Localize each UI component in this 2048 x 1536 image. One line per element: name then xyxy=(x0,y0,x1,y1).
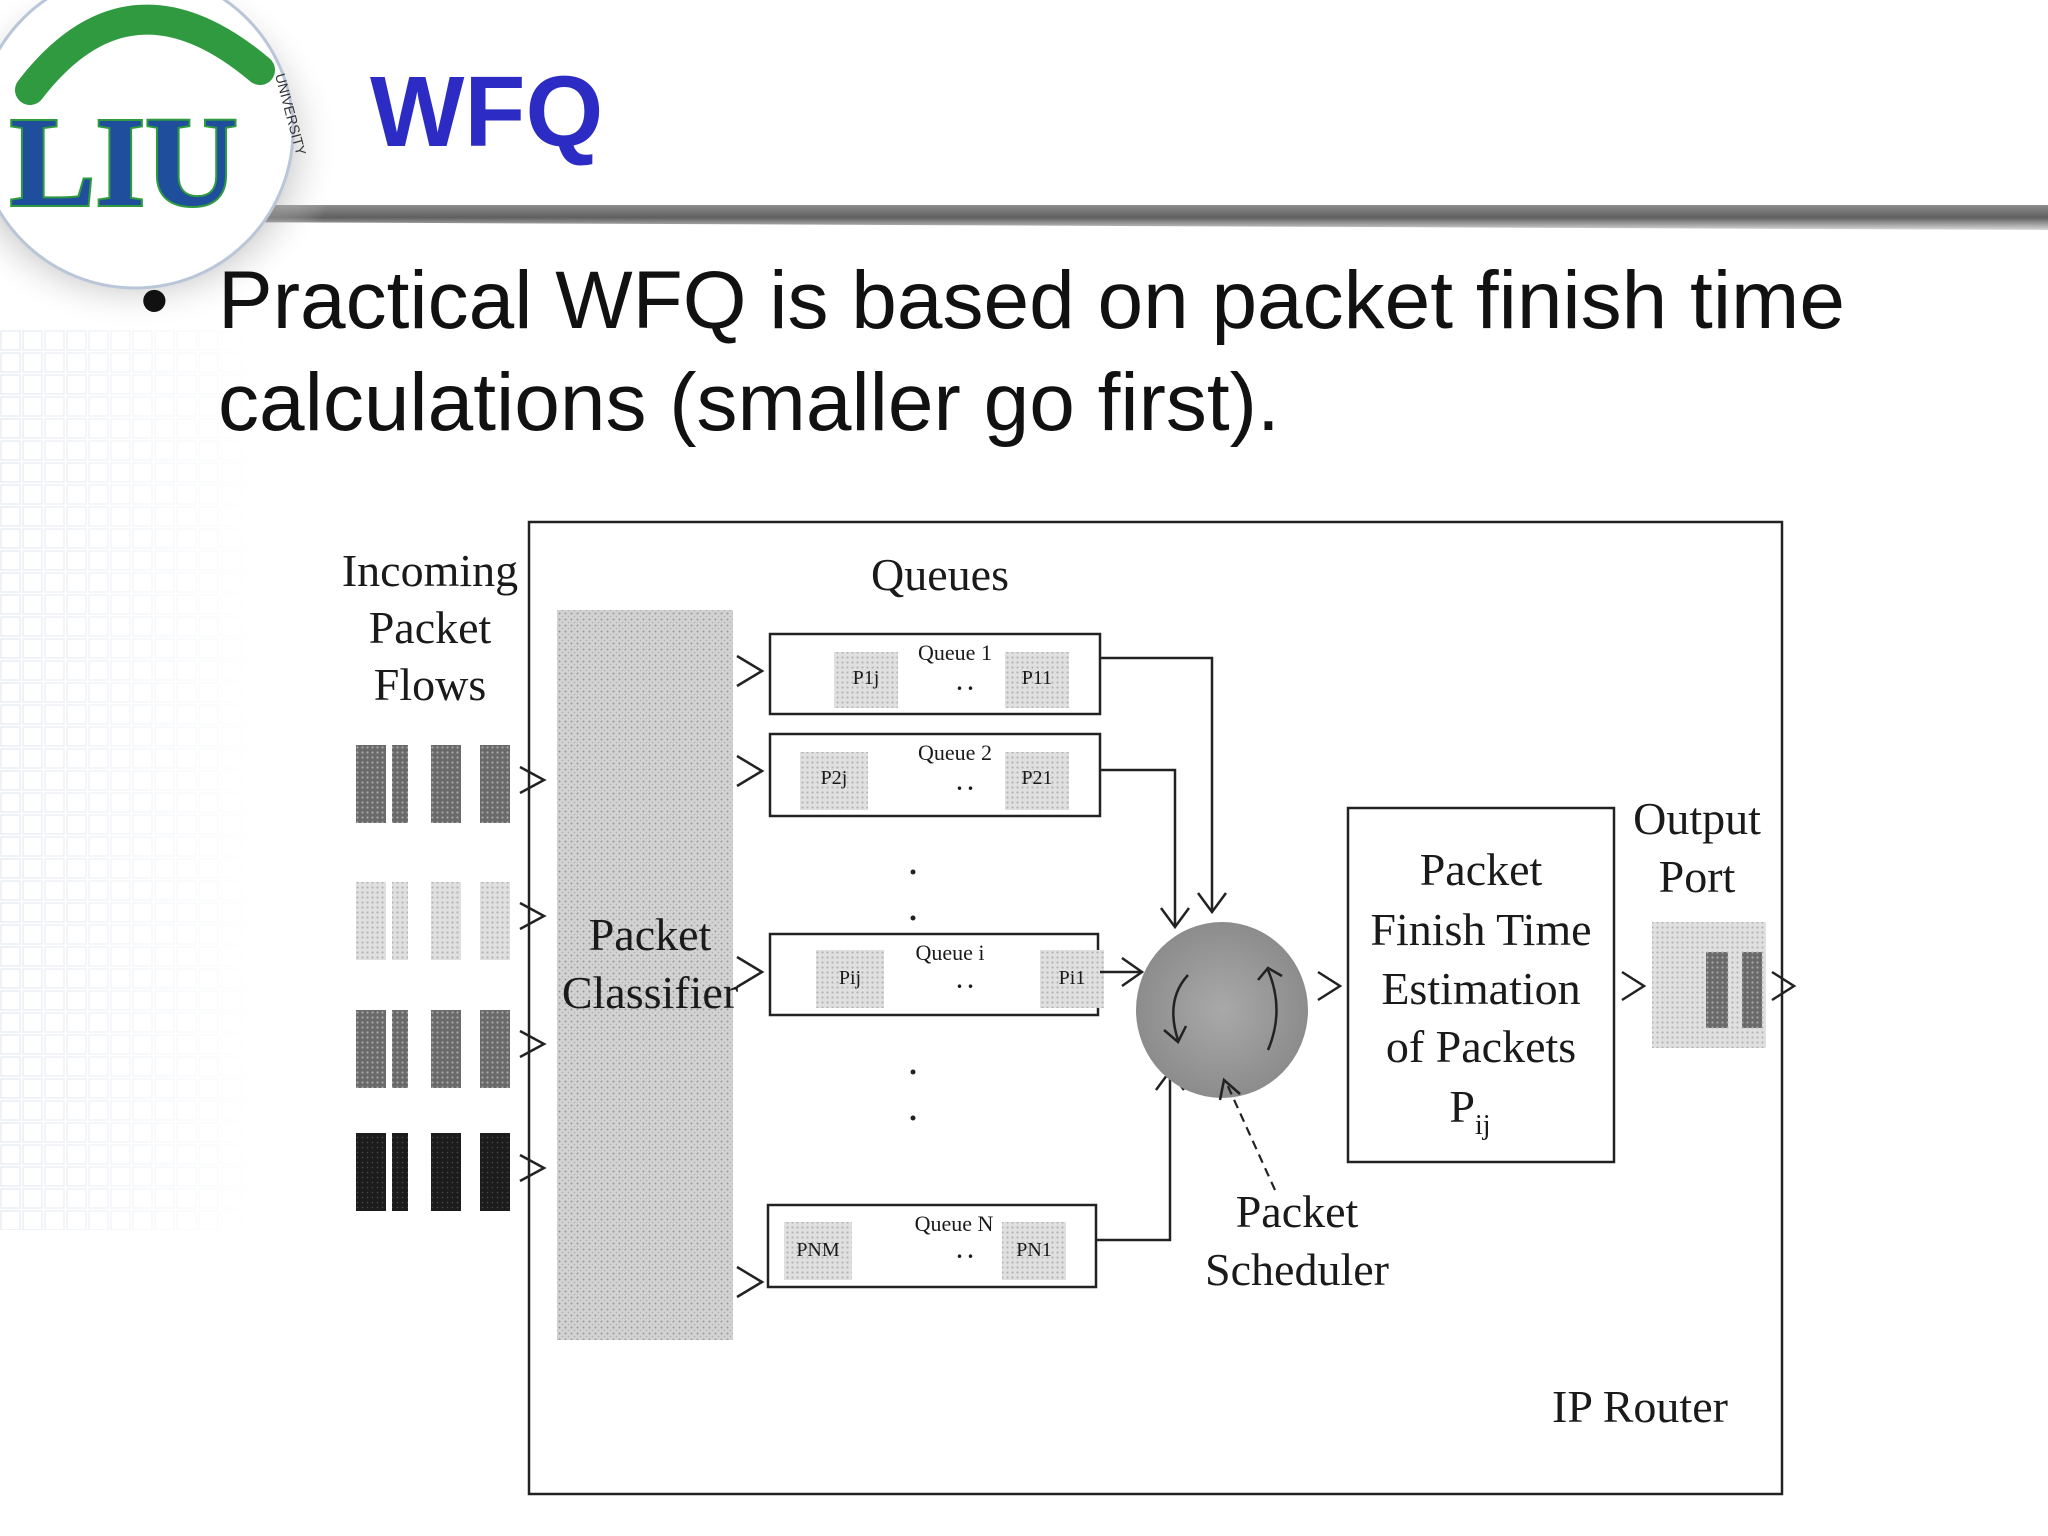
queue-1-last-label: P11 xyxy=(1022,667,1052,689)
incoming-label-line-2: Packet xyxy=(369,602,492,653)
classifier-label-line-1: Packet xyxy=(589,909,712,960)
output-label-line-2: Port xyxy=(1659,851,1736,902)
logo-green-arc xyxy=(15,4,275,105)
packet-scheduler xyxy=(1136,922,1308,1098)
output-label-line-1: Output xyxy=(1633,793,1761,844)
queue-1: Queue 1 . . P1j P11 xyxy=(768,632,1102,716)
logo-text: LIU xyxy=(10,91,238,233)
queue-n: Queue N . . PNM PN1 xyxy=(766,1203,1098,1289)
queue-2-first-label: P2j xyxy=(821,767,848,789)
bullet-text: Practical WFQ is based on packet finish … xyxy=(218,255,1845,448)
header-rule xyxy=(200,205,2048,230)
incoming-flow-1 xyxy=(356,745,510,823)
output-port-packets xyxy=(1652,922,1766,1048)
incoming-label-line-1: Incoming xyxy=(342,545,518,596)
queue-n-packet-first xyxy=(784,1222,852,1280)
queue-2-packet-last xyxy=(1005,752,1069,810)
classifier-queue-arrows xyxy=(736,654,765,1299)
queue-i: Queue i . . Pij Pi1 xyxy=(768,932,1104,1017)
grid-fade xyxy=(0,330,260,1230)
queues-title: Queues xyxy=(871,549,1009,600)
queue-2-label: Queue 2 xyxy=(918,740,992,765)
queue-1-label: Queue 1 xyxy=(918,640,992,665)
estimation-subscript: ij xyxy=(1475,1110,1491,1141)
classifier-label-line-2: Classifier xyxy=(562,967,738,1018)
queue-ellipsis-lower xyxy=(910,1069,916,1121)
queue-i-dots: . . xyxy=(957,968,974,993)
queue-i-label: Queue i xyxy=(915,940,984,965)
estimation-label-line-2: Finish Time xyxy=(1370,904,1591,955)
scheduler-to-estimation-arrow xyxy=(1317,970,1343,1002)
estimation-label-line-4: of Packets xyxy=(1386,1021,1576,1072)
queue-n-packet-last xyxy=(1002,1222,1066,1280)
scheduler-label-line-1: Packet xyxy=(1236,1186,1359,1237)
queue-n-dots: . . xyxy=(957,1238,974,1263)
queue-i-last-label: Pi1 xyxy=(1059,967,1086,989)
estimation-label-line-3: Estimation xyxy=(1381,963,1580,1014)
queue-i-packet-last xyxy=(1040,950,1104,1008)
finish-time-estimation-box xyxy=(1346,806,1616,1164)
scheduler-pointer xyxy=(1224,1081,1277,1191)
estimation-symbol: P xyxy=(1449,1081,1475,1132)
queue-n-first-label: PNM xyxy=(796,1239,840,1261)
router-label: IP Router xyxy=(1552,1381,1728,1432)
incoming-flow-2 xyxy=(356,882,510,960)
queue-i-packet-first xyxy=(816,950,884,1008)
incoming-flow-3 xyxy=(356,1010,510,1088)
incoming-flow-4 xyxy=(356,1133,510,1211)
estimation-label-symbol: Pij xyxy=(1449,1081,1490,1141)
output-exit-arrow xyxy=(1771,970,1797,1002)
queue-1-packet-last xyxy=(1005,652,1069,708)
scheduler-label-line-2: Scheduler xyxy=(1205,1244,1389,1295)
slide-title: WFQ xyxy=(370,56,604,168)
queue-n-label: Queue N xyxy=(915,1211,994,1236)
queue-2-packet-first xyxy=(800,752,868,810)
queue-2-dots: . . xyxy=(957,770,974,795)
queue-n-last-label: PN1 xyxy=(1016,1239,1052,1261)
incoming-label-line-3: Flows xyxy=(374,659,486,710)
queue-i-first-label: Pij xyxy=(839,967,861,989)
scheduler-pointer-head xyxy=(1218,1077,1241,1101)
queue-1-packet-first xyxy=(834,652,898,708)
incoming-arrows xyxy=(519,765,547,1183)
queue-1-first-label: P1j xyxy=(853,667,880,689)
queue-2: Queue 2 . . P2j P21 xyxy=(768,732,1102,818)
queue-2-last-label: P21 xyxy=(1021,767,1052,789)
queue-1-dots: . . xyxy=(957,670,974,695)
queue-ellipsis-upper xyxy=(910,869,916,921)
estimation-label-line-1: Packet xyxy=(1420,844,1543,895)
liu-logo: UNIVERSITY LIU xyxy=(0,0,309,290)
bullet-dot: • xyxy=(140,255,169,346)
packet-classifier-block xyxy=(557,610,733,1340)
estimation-to-output-arrow xyxy=(1621,970,1647,1002)
